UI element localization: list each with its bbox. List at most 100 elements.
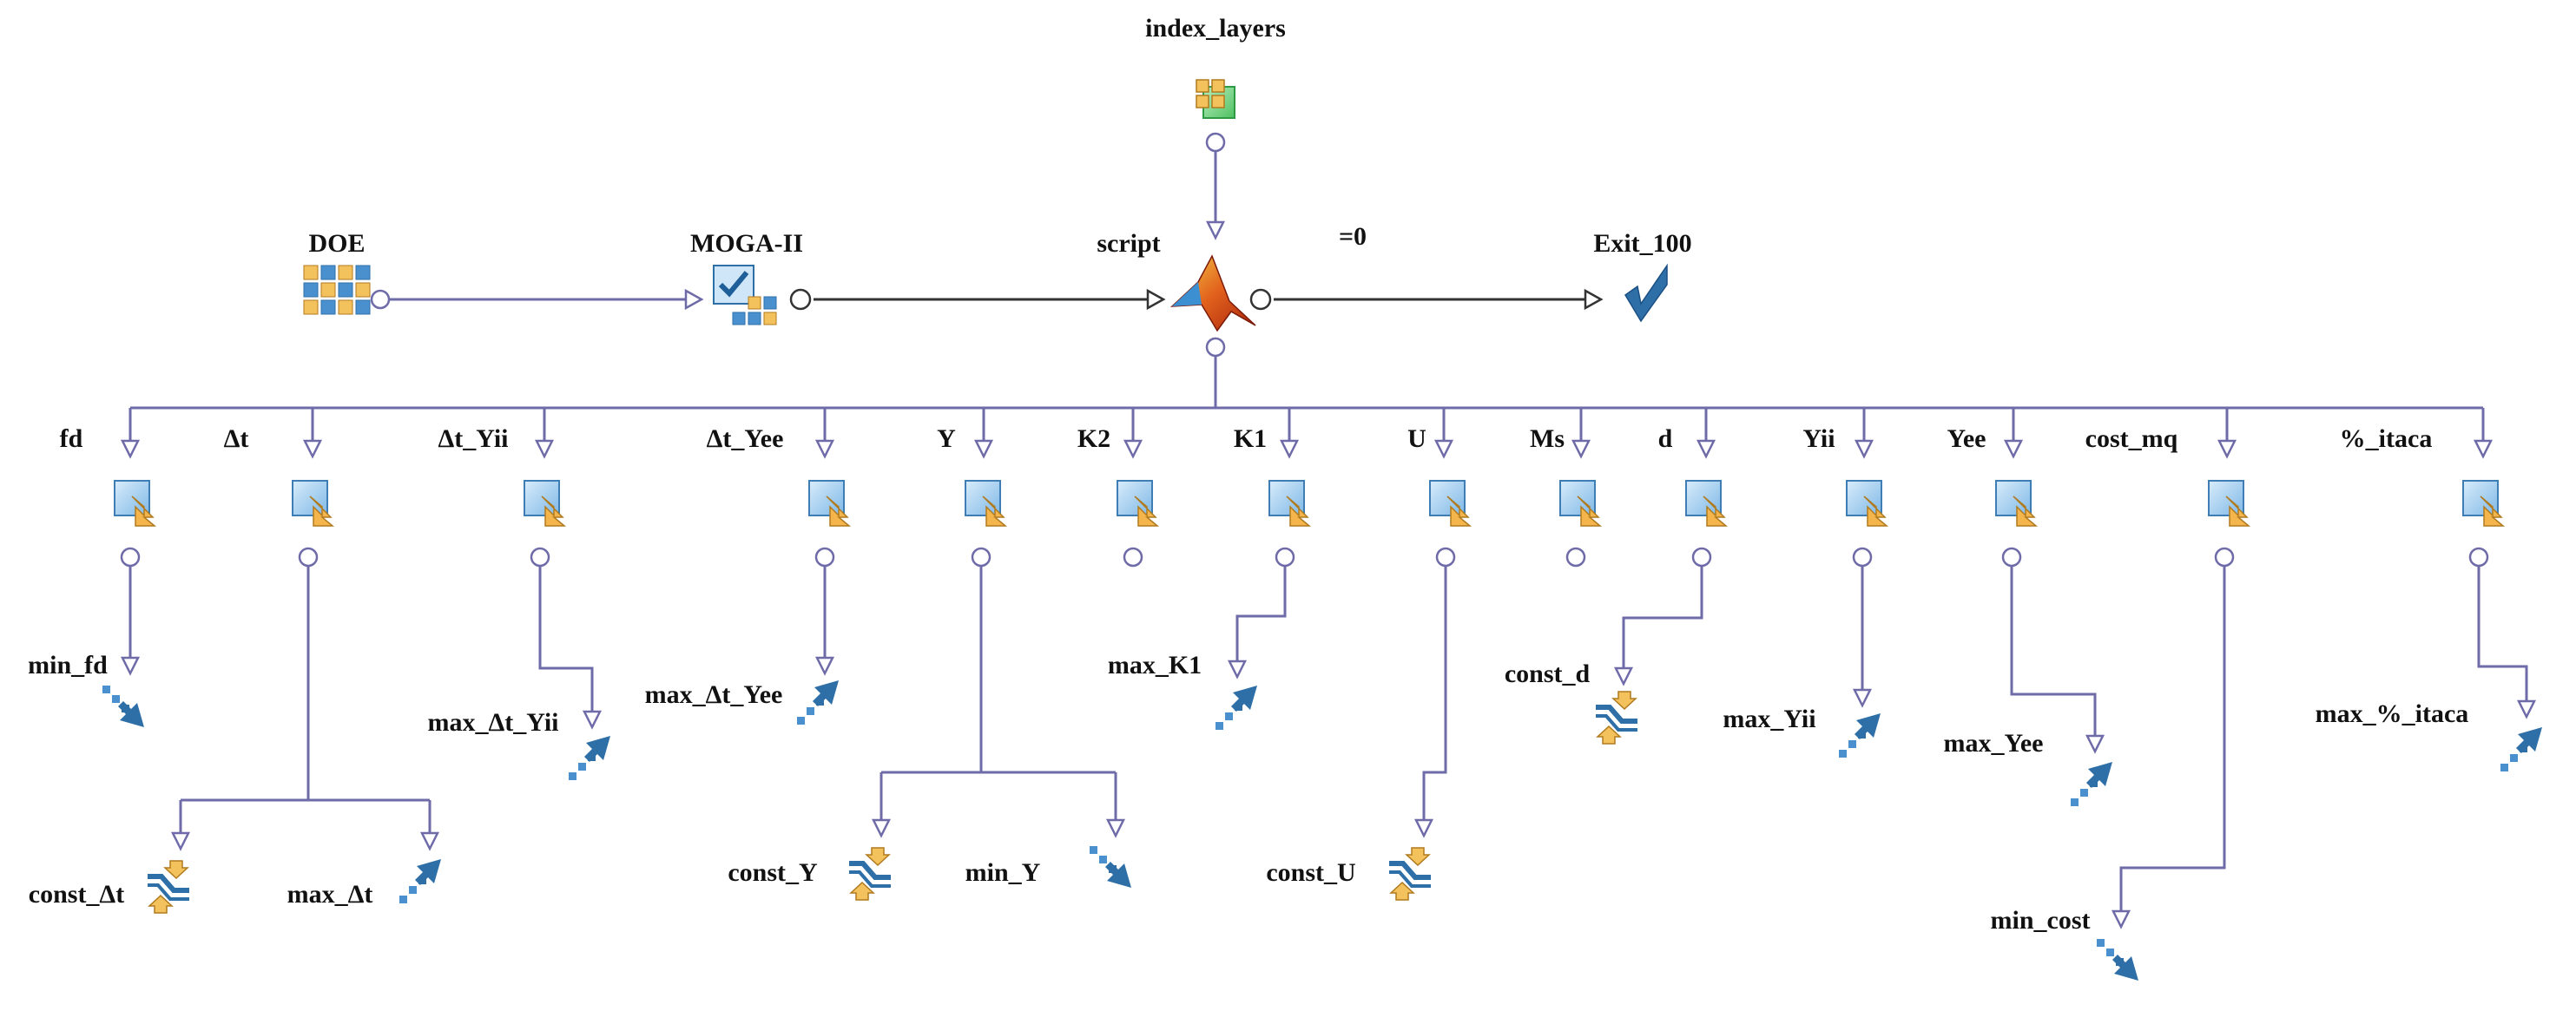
output-variable-icon <box>2462 480 2504 527</box>
arrowhead <box>814 439 835 459</box>
goal-label: max_Δt <box>287 880 373 909</box>
goal-node-min-cost[interactable]: min_cost <box>1991 906 2139 981</box>
output-label: Δt_Yii <box>438 424 508 453</box>
output-node-fd[interactable]: fd <box>60 424 155 527</box>
port-circle[interactable] <box>971 547 992 568</box>
output-variable-icon <box>292 480 333 527</box>
arrowhead <box>2111 909 2131 929</box>
output-variable-icon <box>1846 480 1888 527</box>
output-node-u[interactable]: U <box>1407 424 1471 527</box>
constraint-icon <box>1596 692 1637 744</box>
output-variable-icon <box>2208 480 2250 527</box>
doe-grid-icon <box>303 265 371 315</box>
arrowhead <box>582 710 603 730</box>
output-label: fd <box>60 424 83 453</box>
port-circle[interactable] <box>1249 288 1272 311</box>
arrowhead <box>1584 288 1604 311</box>
arrowhead <box>120 439 141 459</box>
goal-node-const-y[interactable]: const_Y <box>728 848 891 900</box>
port-circle[interactable] <box>1852 547 1873 568</box>
goal-node-const-u[interactable]: const_U <box>1266 848 1431 900</box>
port-circle[interactable] <box>370 289 391 310</box>
output-label: %_itaca <box>2340 424 2433 453</box>
port-circle[interactable] <box>298 547 319 568</box>
node-doe[interactable]: DOE <box>303 229 371 315</box>
output-node-ms[interactable]: Ms <box>1530 424 1601 527</box>
goal-node-max-yee[interactable]: max_Yee <box>1944 729 2112 806</box>
goal-node-max-dt[interactable]: max_Δt <box>287 859 441 909</box>
output-label: K2 <box>1077 424 1110 453</box>
goal-node-const-d[interactable]: const_d <box>1505 660 1637 744</box>
arrowhead <box>1413 818 1434 838</box>
arrowhead <box>534 439 555 459</box>
goal-node-max-yii[interactable]: max_Yii <box>1723 705 1881 758</box>
output-node-itaca[interactable]: %_itaca <box>2340 424 2504 527</box>
goal-label: max_Δt_Yee <box>645 680 783 709</box>
output-node-yii[interactable]: Yii <box>1802 424 1888 527</box>
port-circle[interactable] <box>2214 547 2235 568</box>
output-node-yee[interactable]: Yee <box>1947 424 2037 527</box>
output-variable-icon <box>965 480 1006 527</box>
output-variable-icon <box>114 480 155 527</box>
arrowhead <box>302 439 323 459</box>
goal-label: min_fd <box>28 651 108 679</box>
arrowhead <box>2085 734 2105 754</box>
goal-node-max-dt-yii[interactable]: max_Δt_Yii <box>427 708 610 780</box>
maximize-objective-icon <box>2500 727 2542 771</box>
port-circle[interactable] <box>789 288 812 311</box>
maximize-objective-icon <box>797 680 839 725</box>
arrowhead <box>1852 688 1873 708</box>
node-moga-ii[interactable]: MOGA-II <box>690 229 803 325</box>
port-circle[interactable] <box>814 547 835 568</box>
condition-label: =0 <box>1339 222 1367 251</box>
arrowhead <box>871 818 892 838</box>
goal-label: max_Yii <box>1723 705 1815 733</box>
constraint-icon <box>849 848 891 900</box>
arrowhead <box>1227 660 1248 679</box>
goal-node-max-k1[interactable]: max_K1 <box>1108 651 1257 730</box>
output-node-y[interactable]: Y <box>937 424 1006 527</box>
node-label: index_layers <box>1145 14 1286 43</box>
arrowhead <box>1146 288 1166 311</box>
minimize-objective-icon <box>102 686 144 727</box>
port-circle[interactable] <box>1123 547 1143 568</box>
goal-node-min-fd[interactable]: min_fd <box>28 651 144 727</box>
output-node-dt[interactable]: Δt <box>224 424 333 527</box>
node-exit-100[interactable]: Exit_100 <box>1593 229 1692 323</box>
goal-label: max_%_itaca <box>2316 699 2469 728</box>
node-label: MOGA-II <box>690 229 803 258</box>
port-circle[interactable] <box>1691 547 1712 568</box>
port-circle[interactable] <box>120 547 141 568</box>
node-label: Exit_100 <box>1593 229 1691 258</box>
port-circle[interactable] <box>2001 547 2022 568</box>
goal-node-max-itaca[interactable]: max_%_itaca <box>2316 699 2542 771</box>
output-node-k2[interactable]: K2 <box>1077 424 1158 527</box>
maximize-objective-icon <box>399 859 441 903</box>
port-circle[interactable] <box>530 547 550 568</box>
port-circle[interactable] <box>1565 547 1586 568</box>
output-variable-icon <box>524 480 565 527</box>
output-node-d[interactable]: d <box>1658 424 1727 527</box>
port-circle[interactable] <box>1205 132 1226 153</box>
arrowhead <box>1123 439 1143 459</box>
output-variable-icon <box>1268 480 1310 527</box>
port-circle[interactable] <box>1435 547 1456 568</box>
port-circle[interactable] <box>2468 547 2489 568</box>
node-script[interactable]: script <box>1097 229 1256 332</box>
node-index-layers[interactable]: index_layers <box>1145 14 1286 119</box>
arrowhead <box>1205 220 1226 240</box>
output-node-k1[interactable]: K1 <box>1234 424 1310 527</box>
maximize-objective-icon <box>1216 686 1257 730</box>
port-circle[interactable] <box>1275 547 1295 568</box>
output-node-dt-yee[interactable]: Δt_Yee <box>707 424 850 527</box>
goal-node-const-dt[interactable]: const_Δt <box>29 861 189 913</box>
output-label: Ms <box>1530 424 1565 453</box>
goal-node-max-dt-yee[interactable]: max_Δt_Yee <box>645 680 839 725</box>
output-node-dt-yii[interactable]: Δt_Yii <box>438 424 565 527</box>
goal-label: const_d <box>1505 660 1591 688</box>
port-circle[interactable] <box>1205 337 1226 358</box>
output-node-cost-mq[interactable]: cost_mq <box>2085 424 2250 527</box>
arrowhead <box>2217 439 2237 459</box>
goal-node-min-y[interactable]: min_Y <box>965 846 1131 888</box>
